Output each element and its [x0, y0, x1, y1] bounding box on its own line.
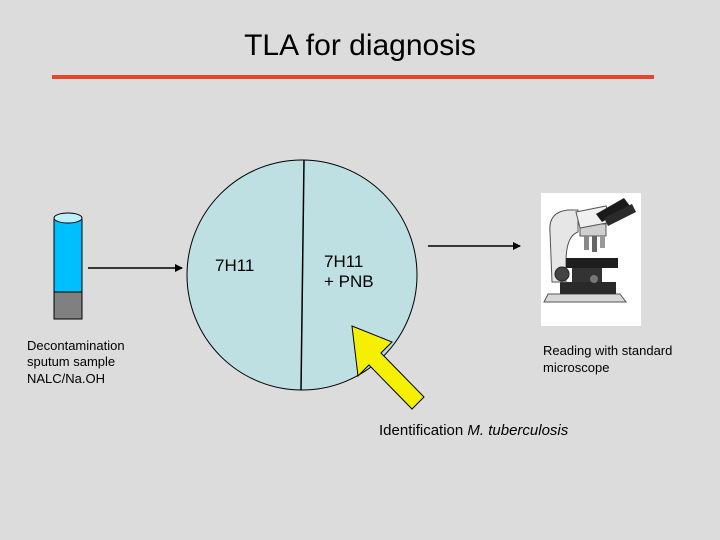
sample-label-line2: sputum sample: [27, 354, 116, 369]
yellow-arrow-icon: [351, 325, 425, 410]
test-tube-icon: [53, 212, 83, 320]
title-underline: [52, 75, 654, 79]
identification-prefix: Identification: [379, 422, 468, 439]
plate-right-label-line1: 7H11: [324, 252, 364, 271]
slide-title: TLA for diagnosis: [244, 29, 476, 62]
plate-right-label-line2: + PNB: [324, 272, 374, 291]
organism-name: M. tuberculosis: [467, 422, 569, 439]
sample-label-line3: NALC/Na.OH: [27, 371, 106, 386]
identification-label: Identification M. tuberculosis: [379, 422, 568, 440]
plate-divider: [300, 159, 305, 391]
microscope-icon: [541, 193, 641, 326]
reading-label-line1: Reading with standard: [543, 343, 673, 358]
plate-left-label: 7H11: [215, 256, 255, 275]
reading-label-line2: microscope: [543, 360, 610, 375]
sample-label-line1: Decontamination: [27, 338, 125, 353]
